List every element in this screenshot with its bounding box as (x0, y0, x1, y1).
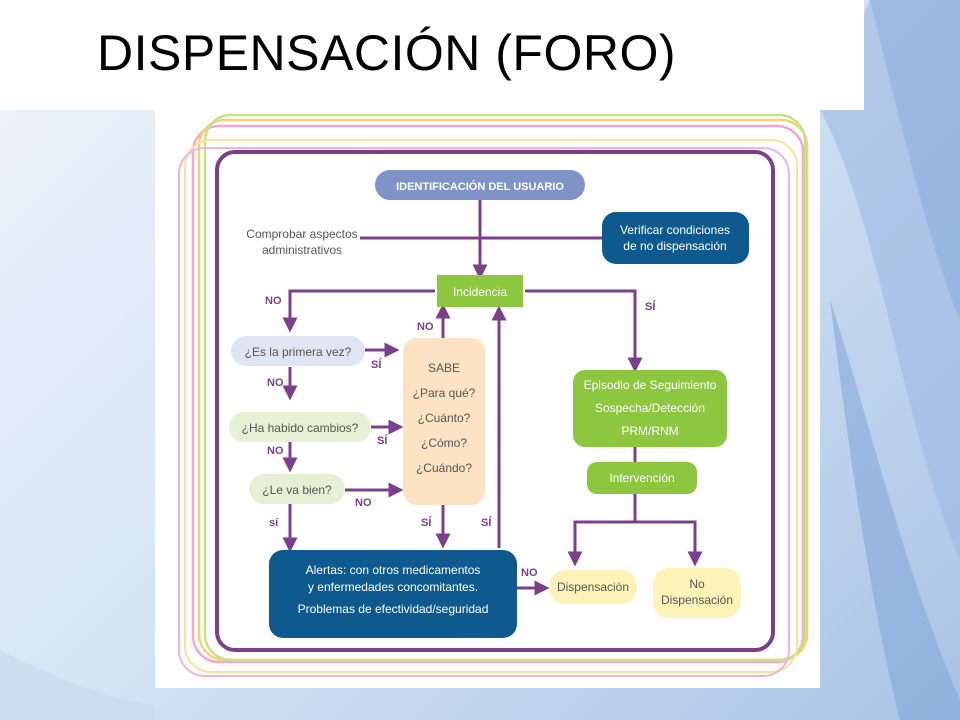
label-no-cambios: NO (267, 445, 284, 457)
label-si-alertas-up: SÍ (481, 516, 492, 529)
episodio-line-3: PRM/RNM (621, 424, 678, 438)
identificacion-label: IDENTIFICACIÓN DEL USUARIO (396, 180, 564, 193)
sabe-line-5: ¿Cuándo? (416, 461, 472, 475)
node-verificar: Verificar condiciones de no dispensación (602, 212, 749, 264)
node-identificacion: IDENTIFICACIÓN DEL USUARIO (375, 170, 585, 200)
intervencion-label: Intervención (609, 471, 674, 485)
episodio-line-1: Episodio de Seguimiento (584, 378, 717, 392)
dispensacion-label: Dispensación (557, 580, 629, 594)
node-le-va-bien: ¿Le va bien? (249, 474, 345, 504)
verificar-line-2: de no dispensación (623, 239, 726, 253)
edge-labels: NO SÍ NO SÍ NO SÍ NO NO sí SÍ SÍ NO (265, 295, 656, 579)
comprobar-line-2: administrativos (262, 243, 342, 257)
cambios-label: ¿Ha habido cambios? (242, 421, 359, 435)
sabe-line-4: ¿Cómo? (421, 436, 467, 450)
label-si-sabe-down: SÍ (421, 516, 432, 529)
slide-title: DISPENSACIÓN (FORO) (97, 25, 676, 81)
node-episodio: Episodio de Seguimiento Sospecha/Detecci… (573, 370, 727, 447)
primera-vez-label: ¿Es la primera vez? (245, 345, 352, 359)
label-si-le-va-bien: sí (269, 517, 279, 529)
node-no-dispensacion: No Dispensación (653, 568, 741, 618)
label-no-sabe-up: NO (417, 321, 434, 333)
label-no-top-left: NO (265, 295, 282, 307)
connectors (282, 200, 703, 596)
node-dispensacion: Dispensación (549, 570, 637, 604)
sabe-line-1: SABE (428, 361, 460, 375)
flowchart-diagram: IDENTIFICACIÓN DEL USUARIO Comprobar asp… (178, 113, 809, 677)
node-comprobar: Comprobar aspectos administrativos (246, 227, 357, 257)
alertas-line-2: y enfermedades concomitantes. (308, 580, 478, 594)
label-no-alertas: NO (521, 567, 538, 579)
sabe-line-2: ¿Para qué? (413, 386, 476, 400)
alertas-line-3: Problemas de efectividad/seguridad (298, 602, 489, 616)
node-primera-vez: ¿Es la primera vez? (231, 336, 365, 366)
node-alertas: Alertas: con otros medicamentos y enferm… (269, 550, 517, 638)
verificar-line-1: Verificar condiciones (620, 223, 730, 237)
diagram-panel: IDENTIFICACIÓN DEL USUARIO Comprobar asp… (155, 110, 820, 688)
main-frame (215, 150, 775, 652)
label-si-cambios: SÍ (377, 434, 388, 447)
incidencia-label: Incidencia (453, 285, 507, 299)
sabe-line-3: ¿Cuánto? (418, 411, 471, 425)
no-dispensacion-line-2: Dispensación (661, 593, 733, 607)
comprobar-line-1: Comprobar aspectos (246, 227, 357, 241)
label-no-le-va-bien: NO (355, 497, 372, 509)
decorative-frames (178, 113, 809, 677)
node-incidencia: Incidencia (437, 275, 523, 307)
no-dispensacion-line-1: No (689, 577, 705, 591)
node-sabe: SABE ¿Para qué? ¿Cuánto? ¿Cómo? ¿Cuándo? (403, 338, 485, 505)
le-va-bien-label: ¿Le va bien? (262, 483, 332, 497)
alertas-line-1: Alertas: con otros medicamentos (306, 563, 481, 577)
label-si-top-right: SÍ (645, 300, 656, 313)
node-cambios: ¿Ha habido cambios? (229, 412, 371, 442)
label-si-primera: SÍ (371, 358, 382, 371)
label-no-primera: NO (267, 377, 284, 389)
title-box: DISPENSACIÓN (FORO) (0, 0, 864, 110)
episodio-line-2: Sospecha/Detección (595, 401, 705, 415)
node-intervencion: Intervención (587, 462, 697, 494)
